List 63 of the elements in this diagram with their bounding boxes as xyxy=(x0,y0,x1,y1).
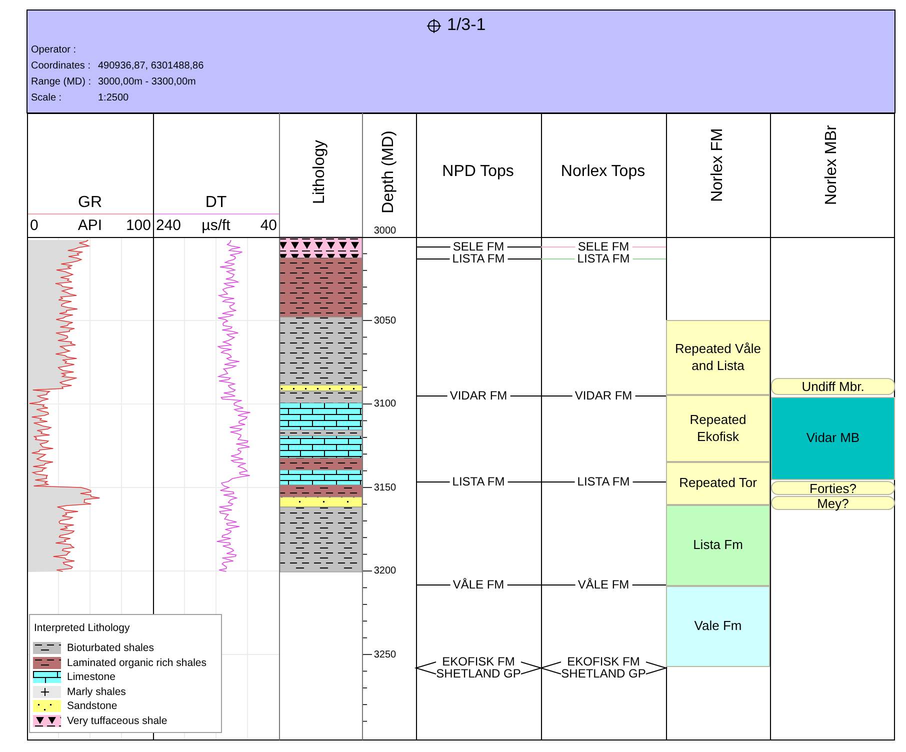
formation-band xyxy=(666,395,770,462)
legend-label: Limestone xyxy=(67,671,116,684)
formation-top-label: SHETLAND GP xyxy=(561,667,646,681)
formation-top-label: LISTA FM xyxy=(574,252,633,266)
scale-label: 240 xyxy=(156,218,182,234)
formation-top-label: LISTA FM xyxy=(449,252,508,266)
formation-band xyxy=(771,481,895,495)
formation-name: Undiff Mbr. xyxy=(800,380,866,393)
track-header: GR xyxy=(78,194,102,212)
formation-band xyxy=(771,378,895,395)
legend-label: Bioturbated shales xyxy=(67,642,154,654)
scale-label: 100 xyxy=(126,218,151,234)
formation-top-label: SELE FM xyxy=(574,240,632,254)
formation-band xyxy=(666,505,770,586)
scale-label: API xyxy=(78,218,102,234)
header-field-label: Coordinates : xyxy=(31,60,90,72)
header-field-label: Range (MD) : xyxy=(31,76,92,88)
scale-label: 40 xyxy=(260,218,277,234)
depth-label: 3000 xyxy=(374,226,396,236)
header-field-label: Scale : xyxy=(31,92,62,104)
formation-band xyxy=(771,496,895,510)
formation-top-label: SHETLAND GP xyxy=(436,667,521,681)
well-title: 1/3-1 xyxy=(447,16,486,35)
depth-label: 3150 xyxy=(374,482,396,493)
legend-label: Very tuffaceous shale xyxy=(67,715,168,727)
track-header: Norlex MBr xyxy=(823,125,841,205)
header-field-value: 3000,00m - 3300,00m xyxy=(98,76,196,88)
formation-top-label: LISTA FM xyxy=(574,475,633,489)
formation-name: Repeated Tor xyxy=(678,475,758,492)
formation-name: Mey? xyxy=(816,496,850,510)
track-header: Norlex Tops xyxy=(560,163,646,181)
formation-band xyxy=(666,586,770,667)
legend-title: Interpreted Lithology xyxy=(34,623,130,635)
legend-label: Marly shales xyxy=(67,686,126,698)
track-header: Lithology xyxy=(311,140,329,204)
header-field-value: 490936,87, 6301488,86 xyxy=(98,60,204,72)
depth-label: 3200 xyxy=(374,566,396,576)
scale-label: µs/ft xyxy=(202,218,230,234)
depth-label: 3100 xyxy=(374,398,396,410)
header-field-label: Operator : xyxy=(31,44,76,56)
track-header: DT xyxy=(205,194,227,212)
formation-name: Vidar MB xyxy=(805,430,861,447)
formation-band xyxy=(666,320,770,395)
legend-label: Laminated organic rich shales xyxy=(67,656,206,669)
formation-name: Vale Fm xyxy=(693,618,743,635)
formation-band xyxy=(771,397,895,480)
formation-top-label: SELE FM xyxy=(450,240,508,254)
formation-name: Lista Fm xyxy=(692,537,744,554)
scale-label: 0 xyxy=(30,218,38,234)
formation-name: Repeated Våle and Lista xyxy=(674,341,762,374)
track-header: NPD Tops xyxy=(442,163,514,181)
formation-band xyxy=(666,462,770,505)
formation-name: Repeated Ekofisk xyxy=(688,412,748,445)
track-header: Norlex FM xyxy=(709,128,727,202)
depth-label: 3250 xyxy=(374,649,396,660)
track-header: Depth (MD) xyxy=(380,130,398,214)
formation-top-label: EKOFISK FM xyxy=(442,655,515,669)
header-field-value: 1:2500 xyxy=(98,92,129,104)
depth-label: 3050 xyxy=(374,315,396,326)
formation-name: Forties? xyxy=(808,482,858,494)
legend-label: Sandstone xyxy=(67,700,118,712)
formation-top-label: EKOFISK FM xyxy=(567,655,640,669)
formation-top-label: LISTA FM xyxy=(449,475,508,489)
